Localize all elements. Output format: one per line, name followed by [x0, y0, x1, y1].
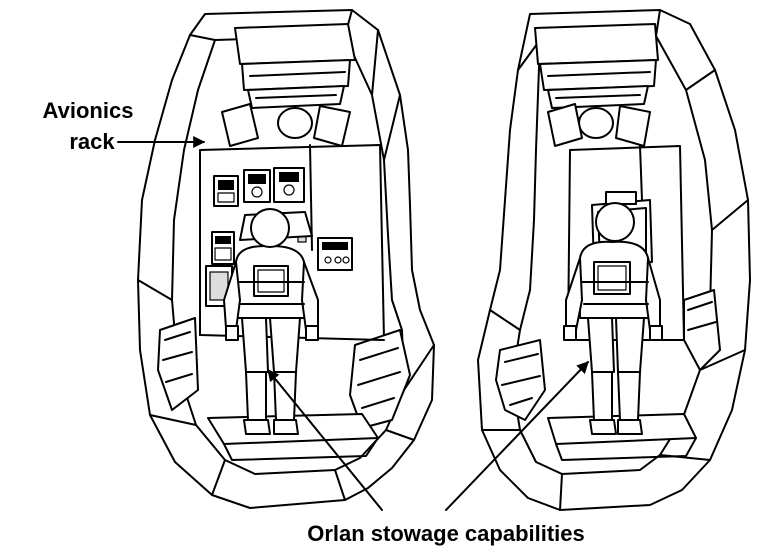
left-module-inner-outline [171, 35, 405, 475]
orlan-suit-left [223, 208, 319, 435]
right-module-inner-outline [511, 35, 713, 475]
avionics-label-line2: rack [69, 129, 115, 154]
avionics-label-line1: Avionics [43, 98, 134, 123]
right-airlock-module [477, 9, 751, 511]
orlan-callout [267, 361, 589, 511]
left-airlock-module [137, 9, 435, 509]
orlan-leader-arrow-left [267, 369, 383, 511]
orlan-suit-right [563, 202, 663, 435]
orlan-leader-arrow-right [445, 361, 589, 511]
orlan-stowage-label: Orlan stowage capabilities [307, 521, 585, 546]
